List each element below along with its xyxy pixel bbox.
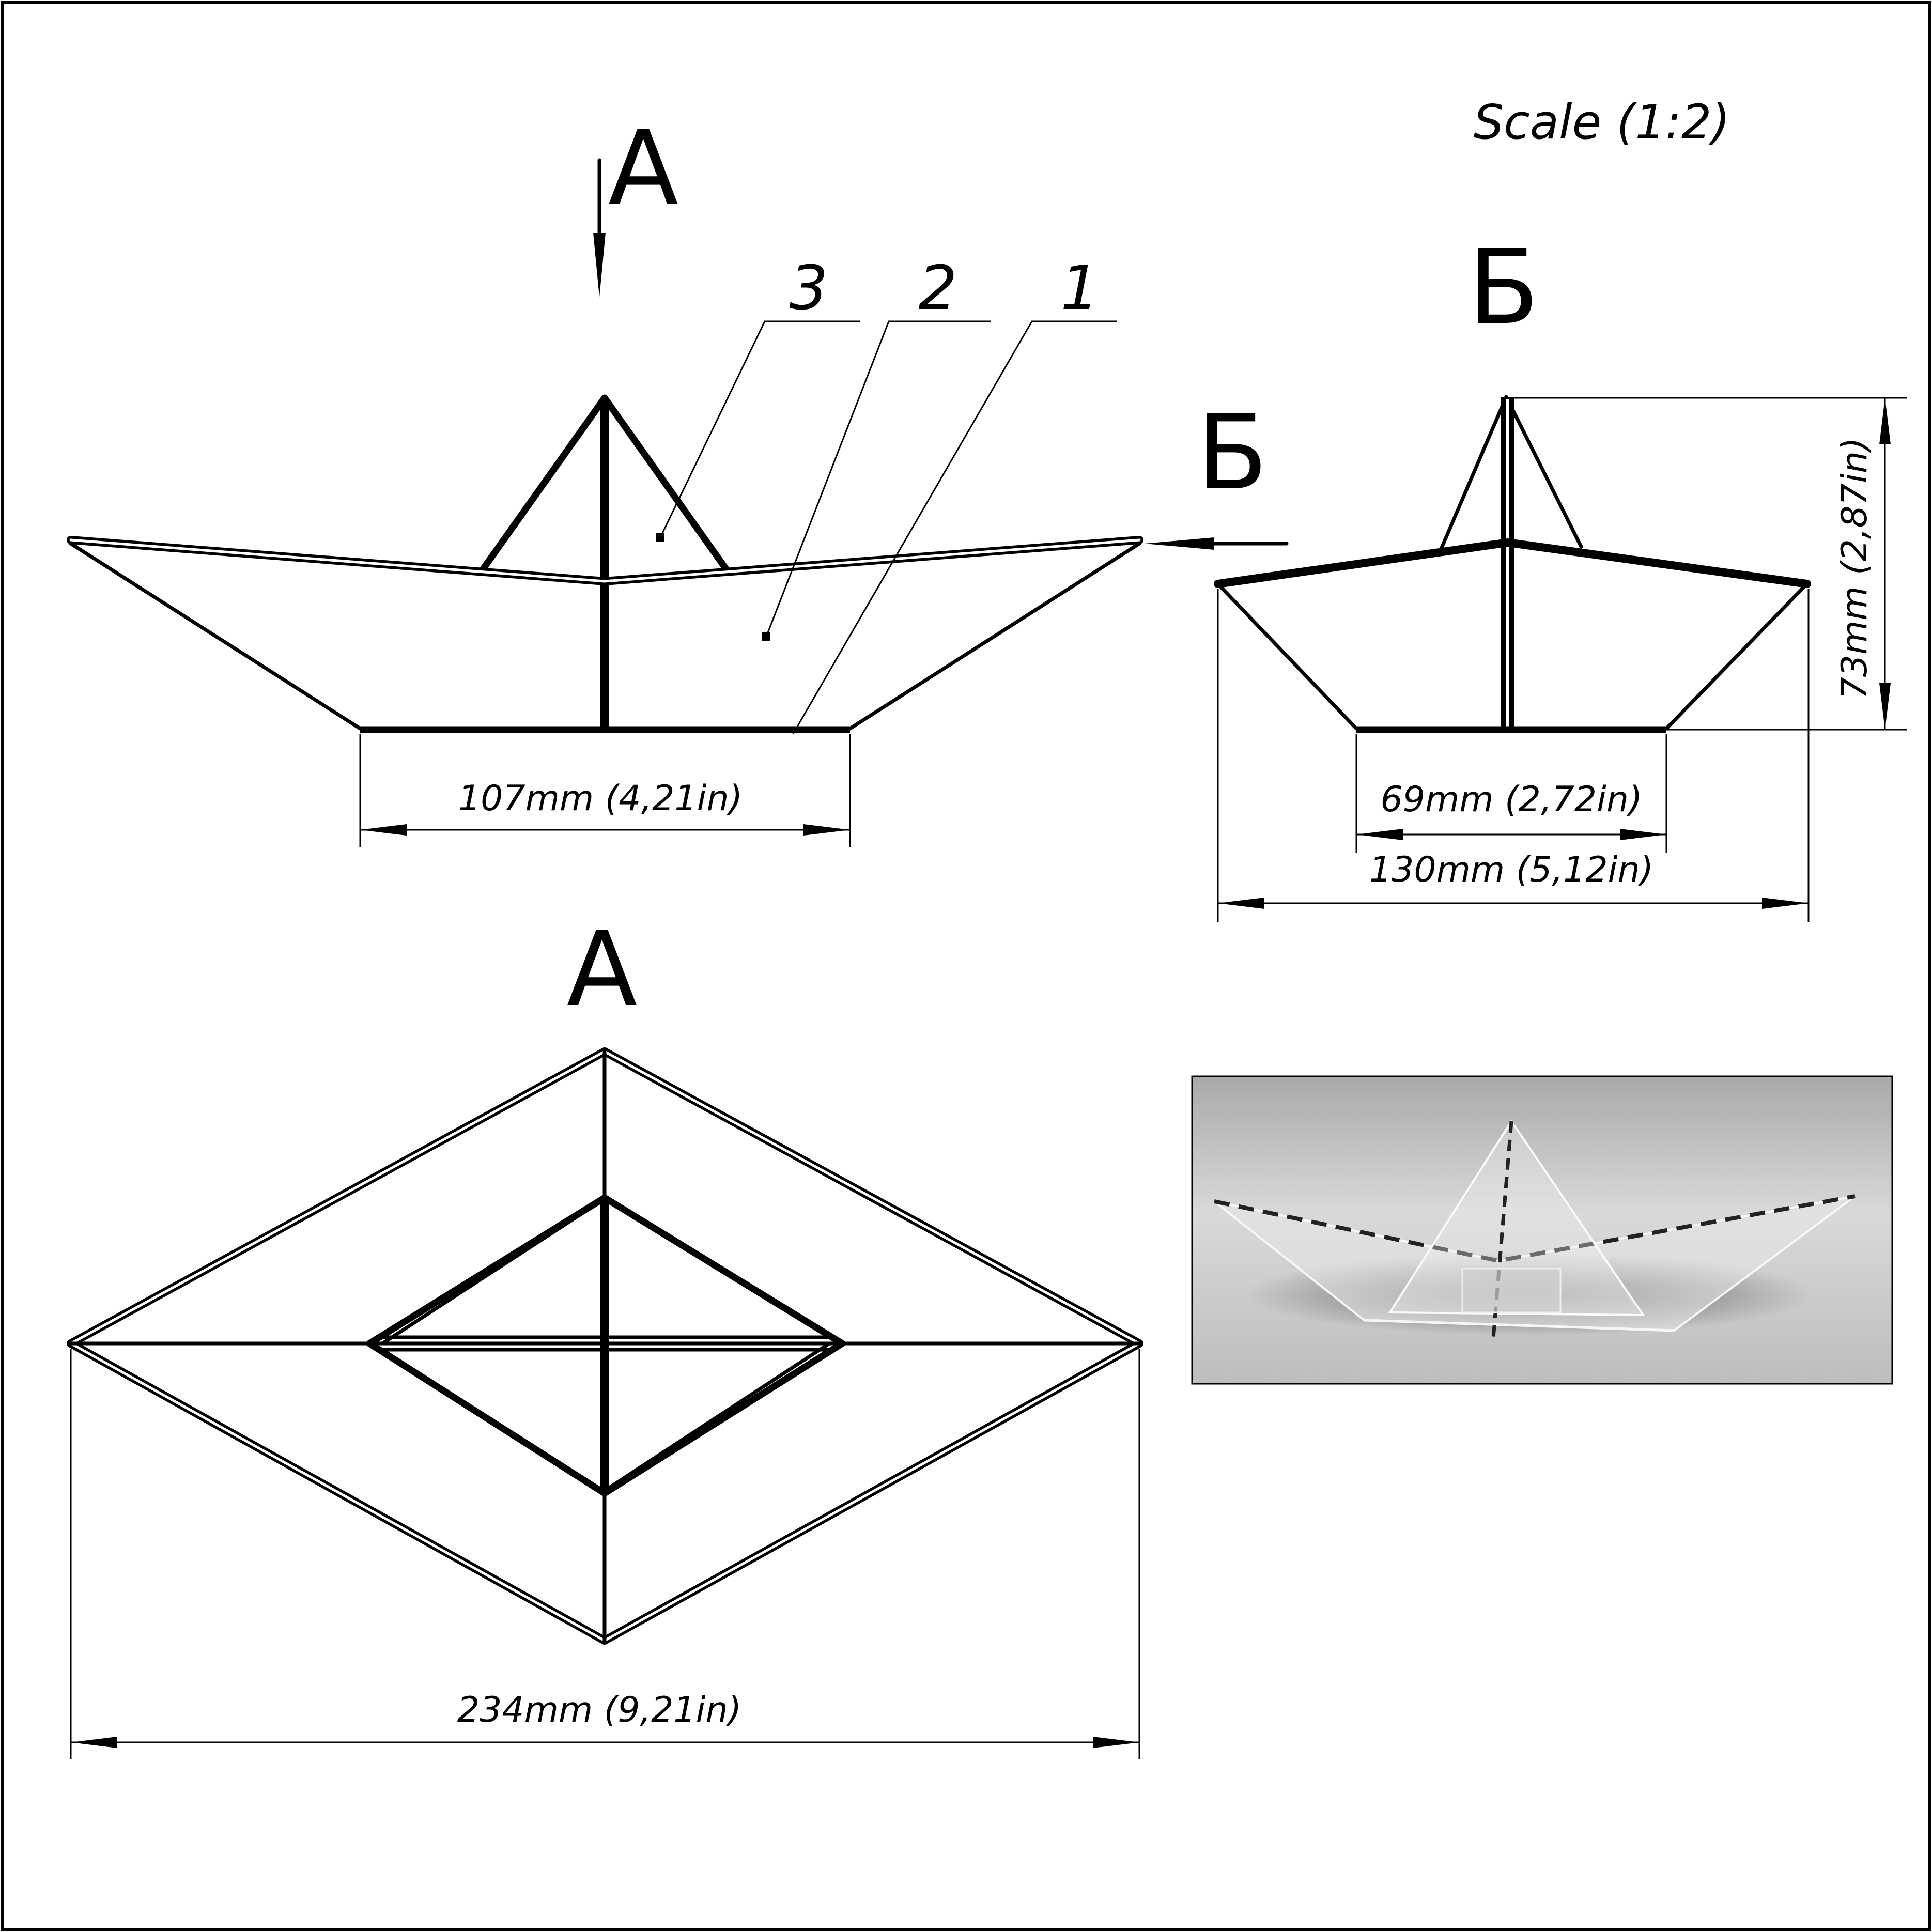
dim-234-arrow-right xyxy=(1093,1737,1139,1748)
render-sail xyxy=(1388,1119,1645,1317)
sail-edge-2 xyxy=(602,1341,831,1493)
view-a-arrow-head xyxy=(593,233,606,297)
top-view-title: A xyxy=(567,909,638,1030)
dim-height-label: 73mm (2,87in) xyxy=(1834,437,1875,699)
render-hull xyxy=(1213,1195,1856,1332)
product-render xyxy=(1191,1075,1893,1385)
end-hull-right xyxy=(1664,582,1809,731)
top-view: A 234mm (9,21in) xyxy=(67,909,1143,1759)
view-a-indicator-label: A xyxy=(608,109,679,229)
dim-73-arrow-bottom xyxy=(1879,683,1891,730)
view-b-arrow-head xyxy=(1145,537,1214,550)
end-view-title: Б xyxy=(1468,227,1539,348)
end-view: Б 73mm (2,87in) 69mm (2,72in) 130mm (5, xyxy=(1214,227,1907,922)
end-top-rail xyxy=(1214,538,1811,588)
bottom-panel-outline xyxy=(366,1194,846,1497)
dim-107-arrow-left xyxy=(360,824,407,836)
dim-69-arrow-right xyxy=(1620,829,1666,840)
dim-end-total-width-label: 130mm (5,12in) xyxy=(1369,849,1653,890)
front-view: A Б 3 2 1 107mm (4,21in) xyxy=(67,109,1289,847)
render-bottom-edge xyxy=(1364,1319,1675,1332)
leader-1 xyxy=(792,320,1117,734)
sail-edge-1 xyxy=(380,1197,607,1346)
hull-left-side xyxy=(69,542,362,731)
render-rim xyxy=(1214,1194,1856,1263)
dim-130-arrow-left xyxy=(1218,898,1264,909)
render-stand xyxy=(1461,1268,1562,1313)
dim-top-length-label: 234mm (9,21in) xyxy=(457,1690,741,1730)
leader-2 xyxy=(765,320,991,637)
dim-73-arrow-top xyxy=(1879,398,1891,444)
hull-right-side xyxy=(848,542,1141,731)
dim-end-bottom-width-label: 69mm (2,72in) xyxy=(1380,779,1642,820)
leader-3 xyxy=(659,320,860,538)
callout-1-label: 1 xyxy=(1060,252,1099,323)
dim-234-arrow-left xyxy=(71,1737,117,1748)
dim-107-arrow-right xyxy=(803,824,850,836)
scale-label: Scale (1:2) xyxy=(1474,95,1730,150)
dim-bottom-length-label: 107mm (4,21in) xyxy=(458,778,743,819)
dim-69-arrow-left xyxy=(1356,829,1403,840)
top-rail-inner xyxy=(69,538,1141,583)
end-hull-left xyxy=(1216,582,1358,731)
view-b-indicator-label: Б xyxy=(1197,393,1268,513)
callout-2-label: 2 xyxy=(918,252,957,323)
callout-3-label: 3 xyxy=(789,252,828,323)
dim-130-arrow-right xyxy=(1762,898,1809,909)
